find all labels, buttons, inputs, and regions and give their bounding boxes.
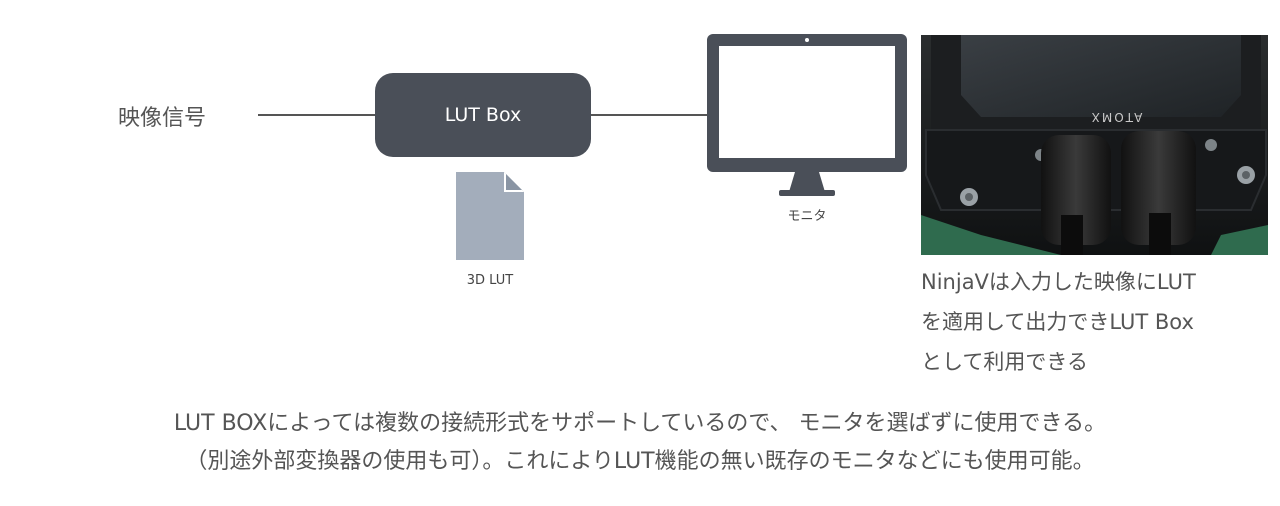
- photo-caption: NinjaVは入力した映像にLUT を適用して出力できLUT Box として利用…: [921, 262, 1271, 382]
- photo-device-text: ATOMX: [1090, 110, 1143, 124]
- footer-line: LUT BOXによっては複数の接続形式をサポートしているので、 モニタを選ばずに…: [173, 411, 1107, 436]
- lutbox-label: LUT Box: [444, 104, 522, 126]
- file-label: 3D LUT: [466, 273, 514, 288]
- file-icon: [456, 172, 524, 260]
- caption-line: を適用して出力できLUT Box: [921, 310, 1194, 334]
- ninjav-photo: ATOMX: [921, 35, 1268, 255]
- signal-to-lutbox-line: [258, 114, 376, 116]
- footer-line: （別途外部変換器の使用も可）。これによりLUT機能の無い既存のモニタなどにも使用…: [185, 449, 1095, 474]
- signal-label: 映像信号: [118, 106, 207, 131]
- monitor-label: モニタ: [787, 209, 827, 224]
- caption-line: NinjaVは入力した映像にLUT: [921, 270, 1196, 294]
- monitor-icon: [707, 34, 907, 196]
- caption-line: として利用できる: [921, 350, 1088, 374]
- lutbox-to-monitor-line: [590, 114, 710, 116]
- lutbox-node: LUT Box: [375, 73, 591, 157]
- footer-description: LUT BOXによっては複数の接続形式をサポートしているので、 モニタを選ばずに…: [0, 405, 1280, 481]
